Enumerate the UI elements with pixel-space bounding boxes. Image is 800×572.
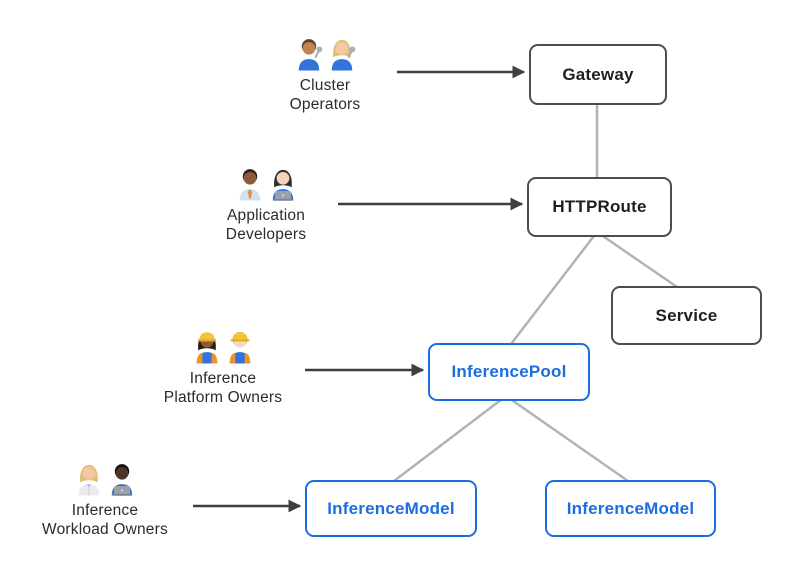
persona-icon-pair [193, 329, 254, 364]
woman-construction-worker-icon [196, 332, 217, 364]
persona-icon-pair [75, 461, 136, 496]
edge-httproute-service [596, 230, 678, 289]
man-construction-worker-icon [229, 332, 250, 364]
persona-application-developers: Application Developers [176, 166, 356, 244]
node-service: Service [611, 286, 762, 345]
node-inferencemodel-2: InferenceModel [545, 480, 716, 537]
persona-icon-pair [295, 36, 356, 71]
edge-inferencepool-inferencemodel-2 [505, 394, 629, 483]
persona-inference-workload-owners: Inference Workload Owners [15, 461, 195, 539]
node-inferencemodel-1: InferenceModel [305, 480, 477, 537]
persona-label: Cluster Operators [289, 76, 361, 113]
persona-label: Inference Workload Owners [42, 501, 168, 538]
persona-inference-platform-owners: Inference Platform Owners [133, 329, 313, 407]
woman-technologist-icon [272, 169, 293, 201]
edge-httproute-inferencepool [510, 231, 598, 345]
man-technologist-icon [111, 464, 132, 496]
woman-mechanic-icon [331, 39, 355, 71]
persona-label: Inference Platform Owners [163, 369, 283, 406]
node-inferencepool: InferencePool [428, 343, 590, 401]
node-gateway: Gateway [529, 44, 667, 105]
persona-icon-pair [236, 166, 297, 201]
man-mechanic-icon [298, 39, 322, 71]
node-httproute: HTTPRoute [527, 177, 672, 237]
persona-label: Application Developers [225, 206, 307, 243]
edge-inferencepool-inferencemodel-1 [393, 395, 507, 482]
persona-cluster-operators: Cluster Operators [235, 36, 415, 114]
scientist-icon [78, 464, 99, 496]
man-office-worker-icon [239, 169, 260, 201]
